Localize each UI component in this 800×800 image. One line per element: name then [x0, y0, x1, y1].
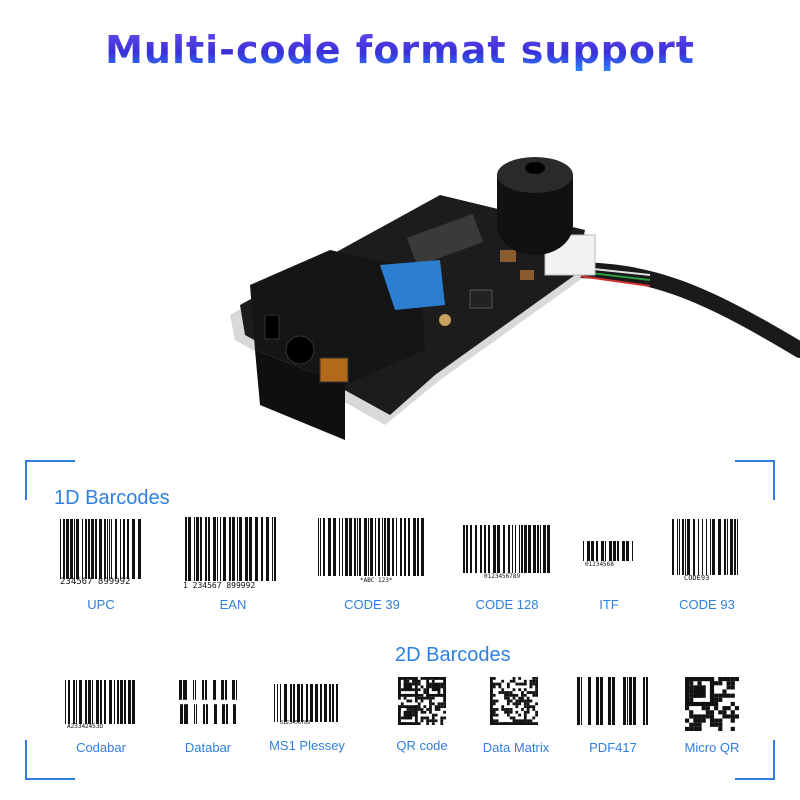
databar-label: Databar [184, 740, 232, 755]
pdf417-label: PDF417 [589, 740, 637, 755]
data-matrix-image [490, 677, 538, 725]
twod-heading: 2D Barcodes [395, 644, 511, 666]
msi-plessey-label: MS1 Plessey [269, 738, 345, 753]
code39-digits: *ABC 123* [360, 577, 393, 584]
itf-digits: 01234568 [585, 561, 614, 568]
codabar-barcode [65, 680, 135, 724]
code93-digits: CODE93 [684, 574, 710, 582]
databar-barcode [179, 680, 237, 724]
ean-digits: 1 234567 899992 [183, 581, 256, 590]
code93-barcode [672, 519, 738, 575]
code128-barcode [463, 525, 550, 573]
frame-line-right-bottom [773, 740, 775, 780]
itf-barcode [583, 541, 633, 561]
page-title: Multi-code format support [0, 28, 800, 72]
frame-line-right-top [773, 460, 775, 500]
qr-code-label: QR code [396, 738, 448, 753]
qr-code-image [398, 677, 446, 725]
code93-label: CODE 93 [679, 597, 735, 612]
code39-barcode [318, 518, 424, 576]
code128-digits: 0123456789 [484, 573, 521, 580]
micro-qr-label: Micro QR [684, 740, 740, 755]
micro-qr-image [685, 677, 739, 731]
code128-label: CODE 128 [475, 597, 539, 612]
codabar-label: Codabar [76, 740, 126, 755]
msi-plessey-digits: 0123456789 [280, 720, 311, 726]
code39-label: CODE 39 [344, 597, 400, 612]
ean-label: EAN [219, 597, 247, 612]
itf-label: ITF [599, 597, 619, 612]
codabar-digits: A23342453D [67, 723, 104, 730]
oned-heading: 1D Barcodes [54, 487, 170, 509]
upc-label: UPC [87, 597, 115, 612]
pdf417-image [577, 677, 648, 725]
upc-barcode [60, 519, 141, 579]
msi-plessey-barcode [274, 684, 338, 722]
scanner-module-image [230, 157, 800, 440]
frame-line-bottom-right [735, 778, 775, 780]
frame-line-top-left [25, 460, 75, 462]
ean-barcode [185, 517, 276, 581]
upc-digits: 234567 899992 [60, 577, 131, 587]
frame-line-top-right [735, 460, 775, 462]
data-matrix-label: Data Matrix [482, 740, 550, 755]
frame-line-bottom-left [25, 778, 75, 780]
frame-line-left-bottom [25, 740, 27, 780]
frame-line-left-top [25, 460, 27, 500]
